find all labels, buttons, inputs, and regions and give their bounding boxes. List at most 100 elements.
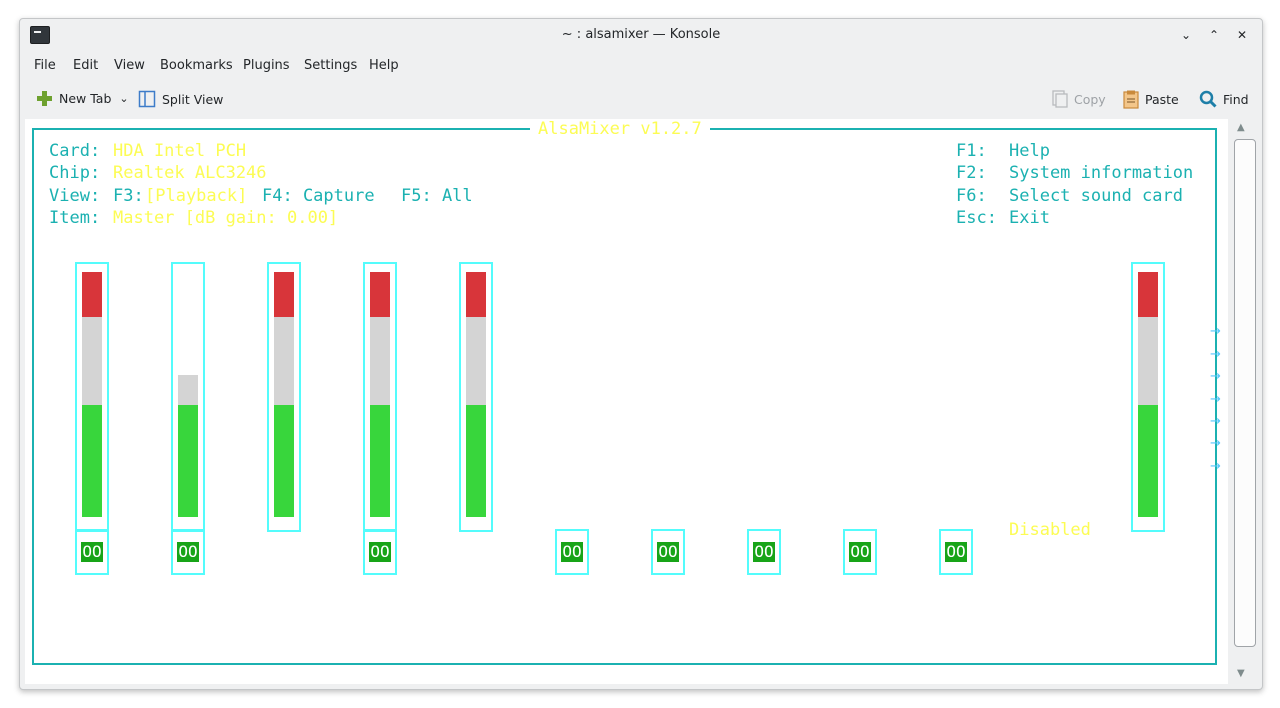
volume-level-gray (1138, 317, 1158, 405)
right-arrow-icon: → (1210, 414, 1221, 429)
key-esc-desc: Exit (1009, 208, 1050, 228)
key-f1: F1: (956, 141, 987, 161)
volume-level-green (370, 405, 390, 517)
mute-switch-state: OO (561, 542, 583, 562)
new-tab-label: New Tab (59, 91, 112, 106)
right-arrow-icon: → (1210, 324, 1221, 339)
mute-switch-state: OO (177, 542, 199, 562)
mute-switch-state: OO (945, 542, 967, 562)
volume-level-red (1138, 272, 1158, 317)
split-view-button[interactable]: Split View (138, 90, 223, 108)
menu-plugins[interactable]: Plugins (243, 58, 290, 73)
mute-switch[interactable]: OO (651, 529, 685, 575)
key-esc: Esc: (956, 208, 997, 228)
key-f1-desc: Help (1009, 141, 1050, 161)
volume-level-red (82, 272, 102, 317)
maximize-button[interactable]: ⌃ (1208, 28, 1220, 42)
view-f3: F3: (113, 186, 144, 206)
scroll-down-icon[interactable]: ▼ (1237, 668, 1245, 679)
find-label: Find (1223, 91, 1249, 107)
mute-switch-state: OO (849, 542, 871, 562)
terminal-app-icon[interactable] (30, 26, 50, 44)
right-arrow-icon: → (1210, 459, 1221, 474)
right-arrow-icon: → (1210, 436, 1221, 451)
menu-edit[interactable]: Edit (73, 58, 99, 73)
mute-switch[interactable]: OO (843, 529, 877, 575)
new-tab-button[interactable]: New Tab ⌄ (36, 90, 129, 107)
menu-settings[interactable]: Settings (304, 58, 358, 73)
scroll-up-icon[interactable]: ▲ (1237, 122, 1245, 133)
view-label: View: (49, 186, 101, 206)
volume-slider[interactable] (267, 262, 301, 532)
menu-help[interactable]: Help (369, 58, 399, 73)
key-f6: F6: (956, 186, 987, 206)
right-arrow-icon: → (1210, 369, 1221, 384)
menu-bookmarks[interactable]: Bookmarks (160, 58, 233, 73)
copy-label: Copy (1074, 91, 1106, 107)
volume-slider[interactable] (1131, 262, 1165, 532)
menu-view[interactable]: View (114, 58, 145, 73)
volume-level-gray (466, 317, 486, 405)
volume-slider[interactable] (459, 262, 493, 532)
mute-switch[interactable]: OO (939, 529, 973, 575)
chip-value: Realtek ALC3246 (113, 163, 267, 183)
disabled-text: Disabled (1009, 520, 1091, 540)
toolbar: New Tab ⌄ Split View Copy Paste Find (20, 83, 1262, 117)
volume-level-green (466, 405, 486, 517)
mixer-header: AlsaMixer v1.2.7 (530, 119, 710, 139)
item-label: Item: (49, 208, 101, 228)
mute-switch[interactable]: OO (171, 529, 205, 575)
volume-level-green (82, 405, 102, 517)
volume-slider[interactable] (363, 262, 397, 532)
item-value: Master [dB gain: 0.00] (113, 208, 339, 228)
volume-level-green (1138, 405, 1158, 517)
mute-switch[interactable]: OO (747, 529, 781, 575)
view-playback: [Playback] (145, 186, 248, 206)
right-arrow-icon: → (1210, 392, 1221, 407)
find-button[interactable]: Find (1199, 90, 1249, 108)
key-f6-desc: Select sound card (1009, 186, 1183, 206)
minimize-button[interactable]: ⌄ (1180, 28, 1192, 42)
mute-switch-state: OO (753, 542, 775, 562)
volume-level-gray (82, 317, 102, 405)
view-all: F5: All (401, 186, 473, 206)
view-capture: F4: Capture (262, 186, 375, 206)
search-icon (1199, 90, 1217, 108)
volume-level-red (274, 272, 294, 317)
mute-switch[interactable]: OO (555, 529, 589, 575)
paste-label: Paste (1145, 92, 1179, 107)
copy-icon (1052, 90, 1068, 108)
volume-level-gray (370, 317, 390, 405)
mute-switch-state: OO (657, 542, 679, 562)
mute-switch[interactable]: OO (75, 529, 109, 575)
menu-bar: File Edit View Bookmarks Plugins Setting… (20, 53, 1262, 77)
volume-slider[interactable] (75, 262, 109, 532)
close-button[interactable]: ✕ (1236, 28, 1248, 42)
volume-level-green (178, 405, 198, 517)
copy-button[interactable]: Copy (1052, 90, 1106, 108)
right-arrow-icon: → (1210, 347, 1221, 362)
volume-level-red (466, 272, 486, 317)
mute-switch-state: OO (369, 542, 391, 562)
scrollbar[interactable]: ▲ ▼ (1228, 119, 1258, 684)
split-view-icon (138, 90, 156, 108)
split-view-label: Split View (162, 91, 224, 107)
scrollbar-thumb[interactable] (1234, 139, 1256, 647)
volume-level-red (370, 272, 390, 317)
volume-slider[interactable] (171, 262, 205, 532)
paste-icon (1123, 90, 1139, 109)
key-f2-desc: System information (1009, 163, 1194, 183)
mute-switch[interactable]: OO (363, 529, 397, 575)
card-label: Card: (49, 141, 101, 161)
title-bar[interactable]: ~ : alsamixer — Konsole ⌄ ⌃ ✕ (20, 19, 1262, 53)
card-value: HDA Intel PCH (113, 141, 247, 161)
paste-button[interactable]: Paste (1123, 90, 1179, 109)
menu-file[interactable]: File (34, 58, 56, 73)
key-f2: F2: (956, 163, 987, 183)
konsole-window: ~ : alsamixer — Konsole ⌄ ⌃ ✕ File Edit … (19, 18, 1263, 690)
chevron-down-icon[interactable]: ⌄ (119, 92, 129, 105)
mute-switch-state: OO (81, 542, 103, 562)
volume-level-green (274, 405, 294, 517)
terminal-area[interactable]: AlsaMixer v1.2.7 Card: HDA Intel PCH Chi… (25, 119, 1229, 684)
window-title: ~ : alsamixer — Konsole (561, 27, 721, 42)
